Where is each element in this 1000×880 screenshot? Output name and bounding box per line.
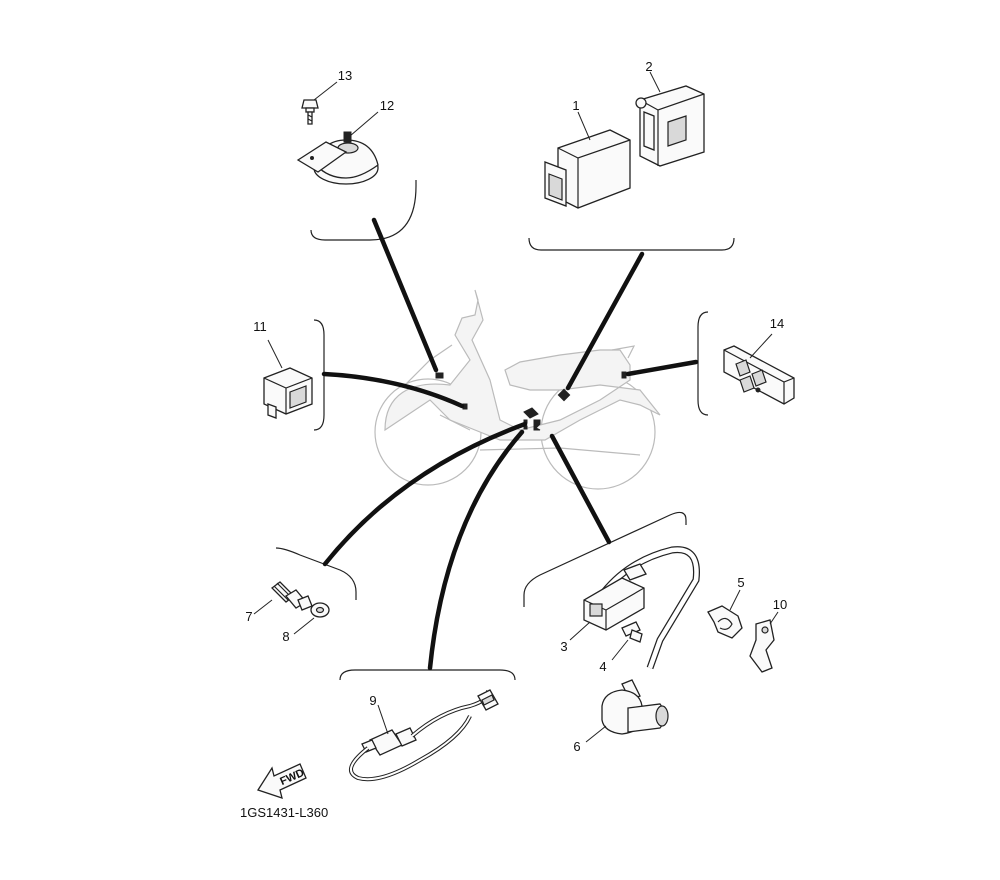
part-label-5: 5 bbox=[737, 575, 744, 590]
drawing-code: 1GS1431-L360 bbox=[240, 805, 328, 820]
ignition-coil-3-icon bbox=[569, 546, 700, 670]
bolt-4-icon bbox=[611, 621, 643, 661]
cdi-unit-1-icon bbox=[544, 111, 631, 209]
part-label-10: 10 bbox=[773, 597, 787, 612]
part-label-9: 9 bbox=[369, 693, 376, 708]
forward-arrow-icon: FWD bbox=[257, 763, 307, 799]
part-label-1: 1 bbox=[572, 98, 579, 113]
bracket-10-icon bbox=[749, 611, 779, 673]
clamp-5-icon bbox=[707, 589, 743, 639]
sensor-7-icon bbox=[253, 581, 313, 615]
horn-12-icon bbox=[296, 111, 379, 185]
fuse-box-14-icon bbox=[723, 333, 795, 405]
flasher-relay-11-icon bbox=[263, 339, 313, 419]
part-label-12: 12 bbox=[380, 98, 394, 113]
part-label-8: 8 bbox=[282, 629, 289, 644]
bolt-13-icon bbox=[301, 81, 338, 125]
part-label-4: 4 bbox=[599, 659, 606, 674]
callout-brackets bbox=[275, 180, 735, 681]
o2-sensor-9-icon bbox=[348, 689, 499, 782]
washer-8-icon bbox=[293, 602, 330, 635]
part-number-labels: 13 12 1 2 11 14 7 8 9 3 4 5 10 6 bbox=[245, 59, 787, 754]
part-label-6: 6 bbox=[573, 739, 580, 754]
connector-lines bbox=[321, 217, 699, 671]
part-label-3: 3 bbox=[560, 639, 567, 654]
part-label-2: 2 bbox=[645, 59, 652, 74]
part-label-13: 13 bbox=[338, 68, 352, 83]
plug-cap-6-icon bbox=[585, 679, 669, 743]
regulator-2-icon bbox=[635, 71, 705, 167]
part-label-7: 7 bbox=[245, 609, 252, 624]
part-label-11: 11 bbox=[253, 319, 267, 334]
part-label-14: 14 bbox=[770, 316, 784, 331]
